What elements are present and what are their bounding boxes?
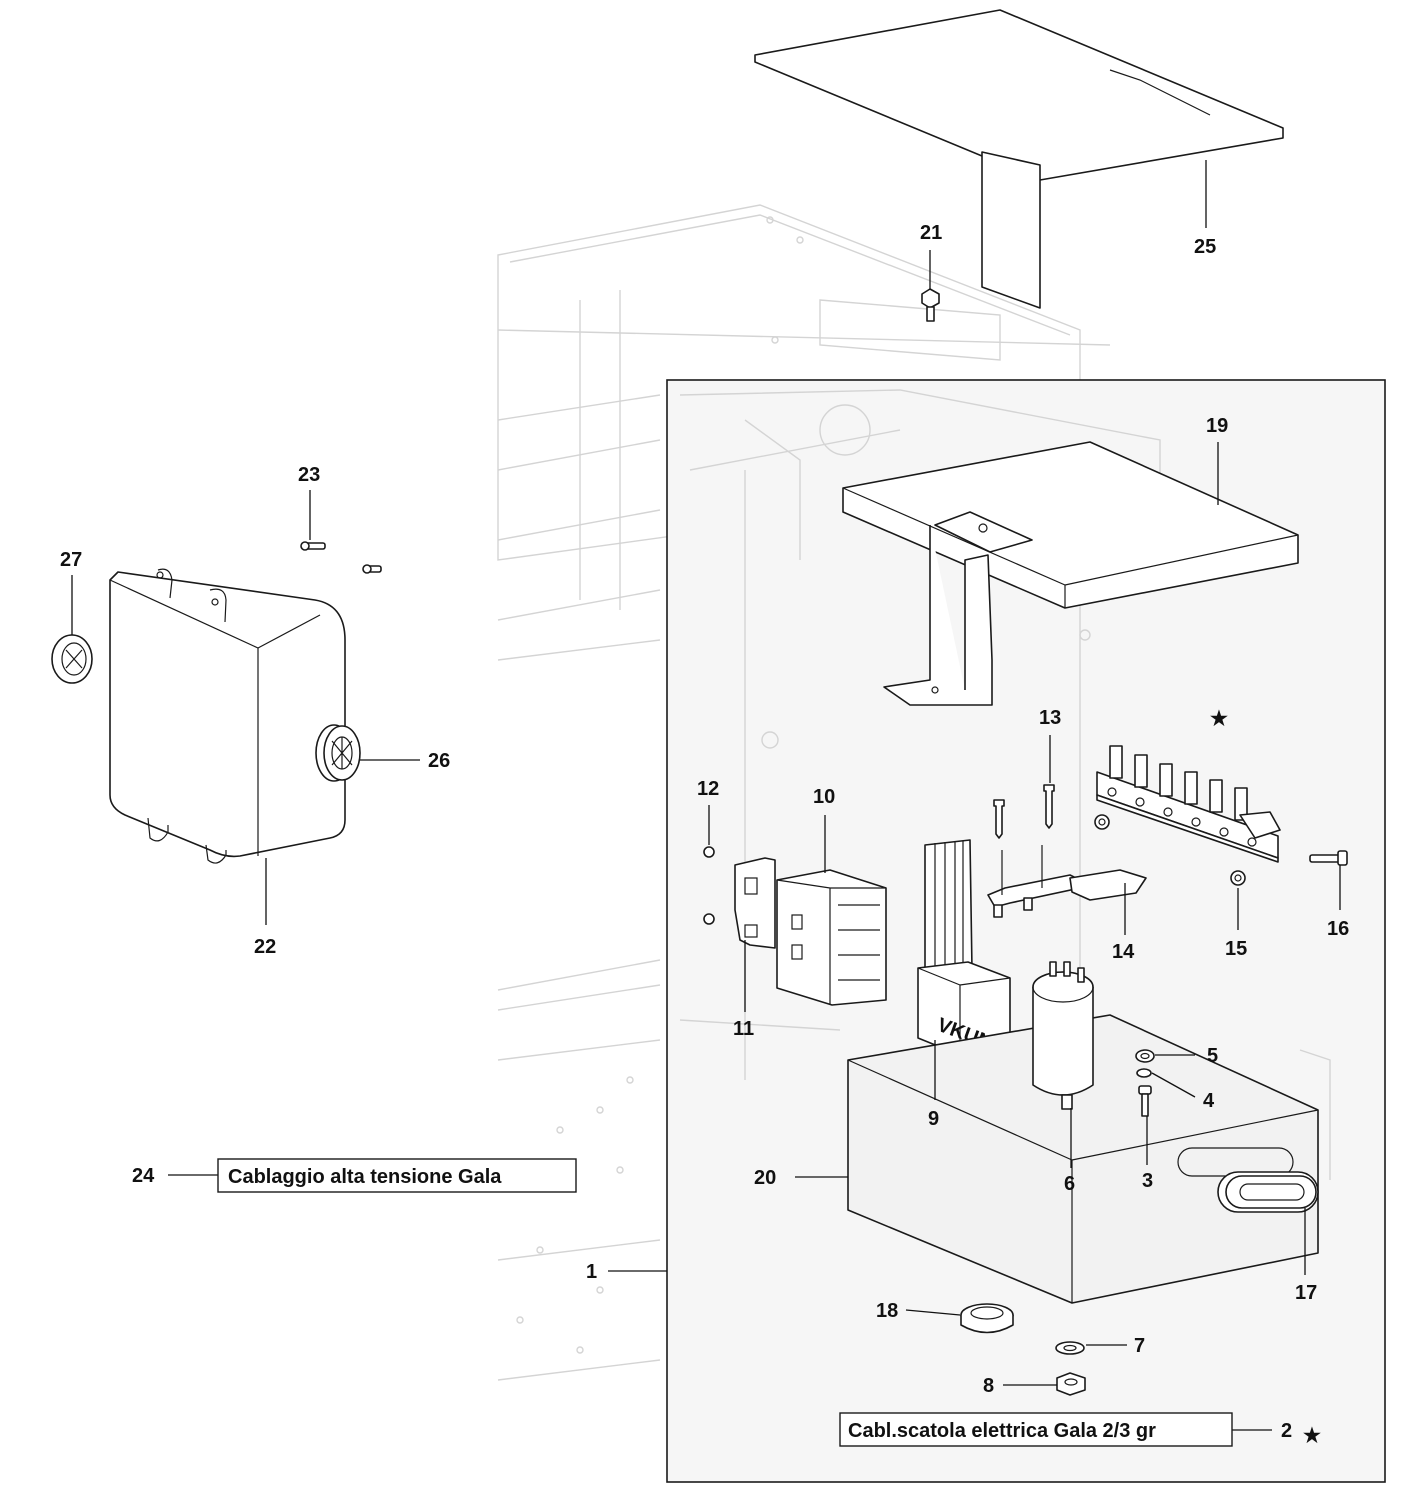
part-3-screw (1138, 1085, 1152, 1117)
part-9-relay: VKUNA (917, 839, 1011, 1059)
leader-lines (71, 160, 1341, 1431)
part-5-nut (1135, 1049, 1155, 1063)
callout-24: 24 (132, 1165, 155, 1187)
part-20-electric-box (847, 1014, 1319, 1304)
part-27-grommet (51, 634, 93, 684)
part-7-washer (1055, 1341, 1085, 1355)
callout-7: 7 (1134, 1335, 1145, 1357)
callout-27: 27 (60, 549, 82, 571)
part-18-grommet (960, 1303, 1014, 1334)
part-15-nut-2 (1094, 814, 1110, 830)
callout-2: 2 (1281, 1420, 1292, 1442)
callout-12: 12 (697, 778, 719, 800)
callout-11: 11 (733, 1018, 754, 1040)
part-19-bracket-cover (842, 441, 1299, 706)
part-13-screws (993, 784, 1055, 839)
callout-9: 9 (928, 1108, 939, 1130)
part-17-grommet (1217, 1171, 1319, 1213)
callout-8: 8 (983, 1375, 994, 1397)
callout-3: 3 (1142, 1170, 1153, 1192)
part-8-nut (1056, 1372, 1086, 1396)
callout-5: 5 (1207, 1045, 1218, 1067)
label-box-electric-box-wiring: Cabl.scatola elettrica Gala 2/3 gr (839, 1412, 1233, 1447)
callout-1: 1 (586, 1261, 597, 1283)
star-marker-rail: ★ (1210, 708, 1228, 730)
electric-box-wiring-label: Cabl.scatola elettrica Gala 2/3 gr (848, 1420, 1156, 1442)
part-14-terminal-strip (987, 845, 1147, 918)
callout-22: 22 (254, 936, 276, 958)
part-26-grommet (315, 724, 361, 782)
part-21-screw (921, 288, 940, 322)
callout-21: 21 (920, 222, 942, 244)
part-23-screws (300, 541, 382, 574)
label-box-high-voltage-wiring: Cablaggio alta tensione Gala (217, 1158, 577, 1193)
part-15-nut (1230, 870, 1246, 886)
part-12-nuts (703, 846, 715, 925)
callout-14: 14 (1112, 941, 1135, 963)
callout-15: 15 (1225, 938, 1247, 960)
part-4-washer (1136, 1068, 1152, 1078)
star-marker-wiring: ★ (1303, 1425, 1321, 1447)
starred-terminal-rail (1096, 745, 1281, 863)
callout-17: 17 (1295, 1282, 1317, 1304)
callout-16: 16 (1327, 918, 1349, 940)
callout-18: 18 (876, 1300, 898, 1322)
part-22-box (109, 568, 346, 864)
callout-6: 6 (1064, 1173, 1075, 1195)
machine-frame-ghost (497, 204, 1111, 1381)
callout-23: 23 (298, 464, 320, 486)
part-6-filter (1032, 961, 1094, 1110)
callout-26: 26 (428, 750, 450, 772)
part-10-contactor (776, 869, 887, 1006)
callout-20: 20 (754, 1167, 776, 1189)
callout-19: 19 (1206, 415, 1228, 437)
part-25-top-cover (754, 9, 1284, 309)
callout-10: 10 (813, 786, 835, 808)
callout-4: 4 (1203, 1090, 1215, 1112)
part-16-screw (1309, 850, 1348, 866)
high-voltage-wiring-label: Cablaggio alta tensione Gala (228, 1166, 502, 1188)
callout-13: 13 (1039, 707, 1061, 729)
callout-25: 25 (1194, 236, 1216, 258)
part-11-bracket (734, 857, 776, 949)
